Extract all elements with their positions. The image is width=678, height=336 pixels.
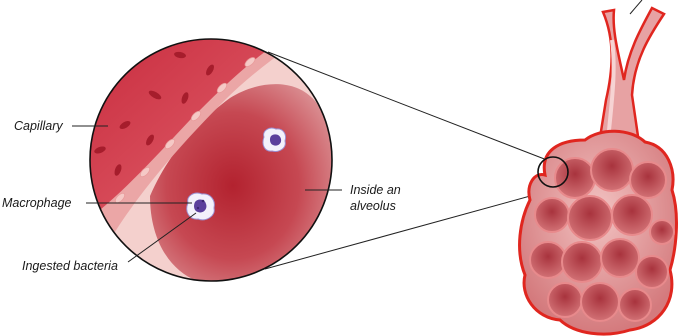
alveolar-sac: [520, 0, 677, 334]
label-inside-alveolus-line1: Inside an: [350, 183, 401, 197]
label-inside-alveolus-line2: alveolus: [350, 199, 396, 213]
label-capillary: Capillary: [14, 118, 63, 134]
label-ingested-bacteria: Ingested bacteria: [22, 258, 118, 274]
macrophage-cell: [187, 193, 215, 220]
label-macrophage: Macrophage: [2, 195, 72, 211]
label-inside-alveolus: Inside an alveolus: [350, 182, 401, 214]
magnified-view: [88, 38, 338, 288]
macrophage-cell-upper: [263, 128, 286, 151]
